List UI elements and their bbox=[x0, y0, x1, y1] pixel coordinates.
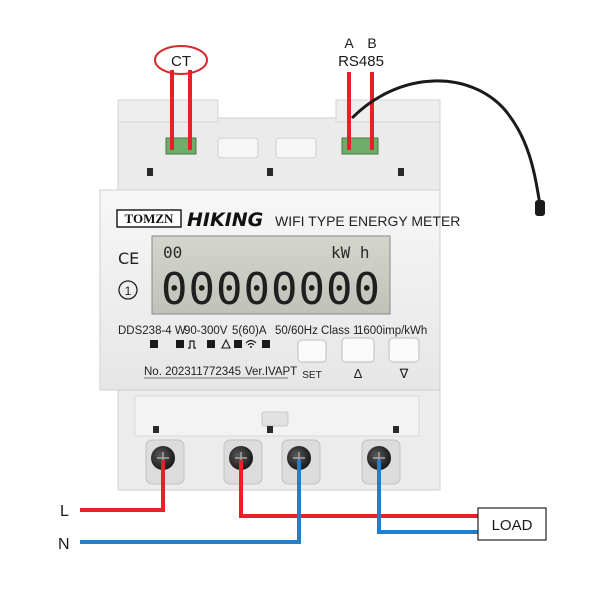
up-button[interactable] bbox=[341, 337, 375, 363]
wifi-icon bbox=[245, 339, 257, 346]
set-button-label: SET bbox=[302, 370, 321, 381]
lower-clip-mark-left bbox=[153, 426, 159, 433]
indicator-5 bbox=[262, 340, 270, 348]
down-button-label: ∇ bbox=[399, 366, 409, 381]
indicator-1 bbox=[150, 340, 158, 348]
neutral-wire-in bbox=[80, 460, 301, 544]
meter-title: WIFI TYPE ENERGY METER bbox=[275, 213, 460, 229]
top-clip-right bbox=[398, 168, 404, 176]
top-clip-left bbox=[147, 168, 153, 176]
serial-number: No. 202311772345 bbox=[144, 366, 241, 378]
lower-clip-mark-right bbox=[393, 426, 399, 433]
antenna-cable bbox=[350, 79, 542, 206]
serial-version: Ver.IVAPT bbox=[245, 366, 297, 378]
lower-clip bbox=[261, 411, 289, 427]
upper-step-left bbox=[117, 99, 219, 123]
up-button-label: Δ bbox=[354, 366, 363, 381]
class-mark: 1 bbox=[125, 284, 132, 298]
rs485-label: RS485 bbox=[338, 53, 384, 70]
class-mark-circle bbox=[118, 280, 138, 300]
brand-tomzn: TOMZN bbox=[125, 211, 174, 226]
spec-model: DDS238-4 W bbox=[118, 325, 186, 337]
brand-hiking: HIKING bbox=[187, 209, 263, 231]
indicator-3 bbox=[207, 340, 215, 348]
ce-mark: CE bbox=[118, 249, 139, 268]
brand-tomzn-box bbox=[116, 209, 182, 228]
antenna-tip bbox=[535, 200, 545, 216]
ct-label: CT bbox=[171, 53, 191, 70]
line-label: L bbox=[60, 503, 69, 520]
lcd-reading: 00000000 bbox=[161, 264, 381, 315]
set-button[interactable] bbox=[297, 339, 327, 363]
load-label: LOAD bbox=[492, 517, 533, 534]
lcd-display bbox=[151, 235, 391, 315]
neutral-wire-out bbox=[377, 460, 478, 534]
load-box bbox=[477, 507, 547, 541]
wifi-dot bbox=[250, 346, 252, 348]
lcd-unit: kW h bbox=[331, 243, 370, 262]
line-wire-out bbox=[239, 460, 478, 518]
spec-freq-class: 50/60Hz Class 1 bbox=[275, 325, 359, 337]
neutral-label: N bbox=[58, 536, 70, 553]
down-button[interactable] bbox=[388, 337, 420, 363]
top-terminal-slot-left bbox=[217, 137, 259, 159]
pulse-icon bbox=[188, 340, 196, 349]
line-wire-in bbox=[80, 460, 165, 512]
spec-current: 5(60)A bbox=[232, 325, 267, 337]
rs485-a-label: A bbox=[344, 35, 354, 51]
spec-imp: 1600imp/kWh bbox=[357, 325, 427, 337]
top-clip-mid bbox=[267, 168, 273, 176]
lcd-top-left: 00 bbox=[163, 243, 182, 262]
terminal-3 bbox=[281, 439, 321, 485]
indicator-4 bbox=[234, 340, 242, 348]
spec-voltage: 90-300V bbox=[184, 325, 228, 337]
top-terminal-slot-mid bbox=[275, 137, 317, 159]
indicator-2 bbox=[176, 340, 184, 348]
ct-label-circle bbox=[154, 45, 208, 75]
rs485-b-label: B bbox=[367, 35, 376, 51]
upper-step-right bbox=[335, 99, 441, 123]
warning-icon bbox=[221, 338, 231, 349]
lower-clip-mark-mid bbox=[267, 426, 273, 433]
